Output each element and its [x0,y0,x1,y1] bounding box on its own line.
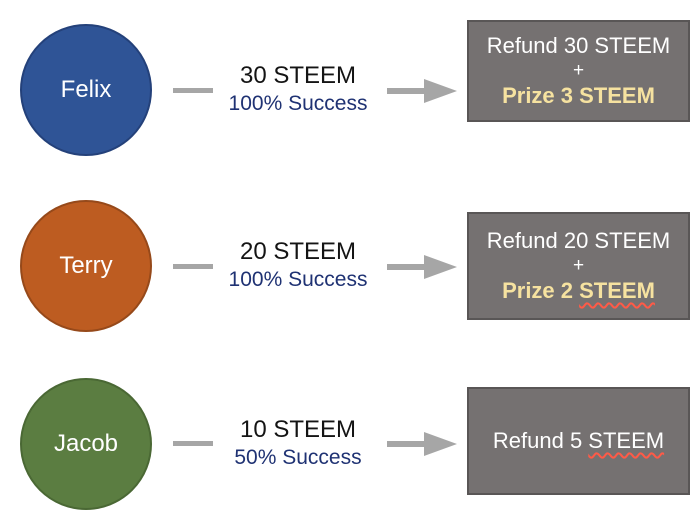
stake-info: 10 STEEM 50% Success [212,416,384,470]
refund-word-spellcheck: STEEM [588,428,665,454]
prize-text: Prize 3 STEEM [502,82,655,108]
result-box-jacob: Refund 5 STEEM [467,387,690,495]
refund-prefix: Refund 5 [492,428,589,454]
stake-info: 30 STEEM 100% Success [212,62,384,116]
stake-info: 20 STEEM 100% Success [212,238,384,292]
refund-text: Refund 30 STEEM [486,33,671,59]
actor-circle-felix: Felix [20,24,152,156]
arrow-head [424,255,457,279]
actor-name: Jacob [53,430,119,457]
connector-line [173,441,213,446]
success-rate: 50% Success [234,446,362,469]
stake-amount: 30 STEEM [239,62,357,89]
actor-circle-terry: Terry [20,200,152,332]
arrow-shaft [387,88,425,94]
arrow-head [424,79,457,103]
plus-text: + [572,255,585,277]
prize-text: Prize 2 STEEM [502,278,655,304]
prize-word-spellcheck: STEEM [579,277,655,303]
actor-name: Felix [60,76,112,103]
arrow-head [424,432,457,456]
stake-amount: 10 STEEM [239,416,357,443]
arrow-shaft [387,264,425,270]
connector-line [173,264,213,269]
success-rate: 100% Success [228,92,368,115]
actor-name: Terry [59,252,113,279]
actor-circle-jacob: Jacob [20,378,152,510]
result-box-felix: Refund 30 STEEM + Prize 3 STEEM [467,20,690,122]
plus-text: + [572,60,585,82]
result-box-terry: Refund 20 STEEM + Prize 2 STEEM [467,212,690,320]
refund-text: Refund 20 STEEM [486,228,671,254]
connector-line [173,88,213,93]
prize-prefix: Prize 2 [502,277,580,303]
refund-text: Refund 5 STEEM [493,428,664,454]
success-rate: 100% Success [228,268,368,291]
arrow-shaft [387,441,425,447]
stake-amount: 20 STEEM [239,238,357,265]
